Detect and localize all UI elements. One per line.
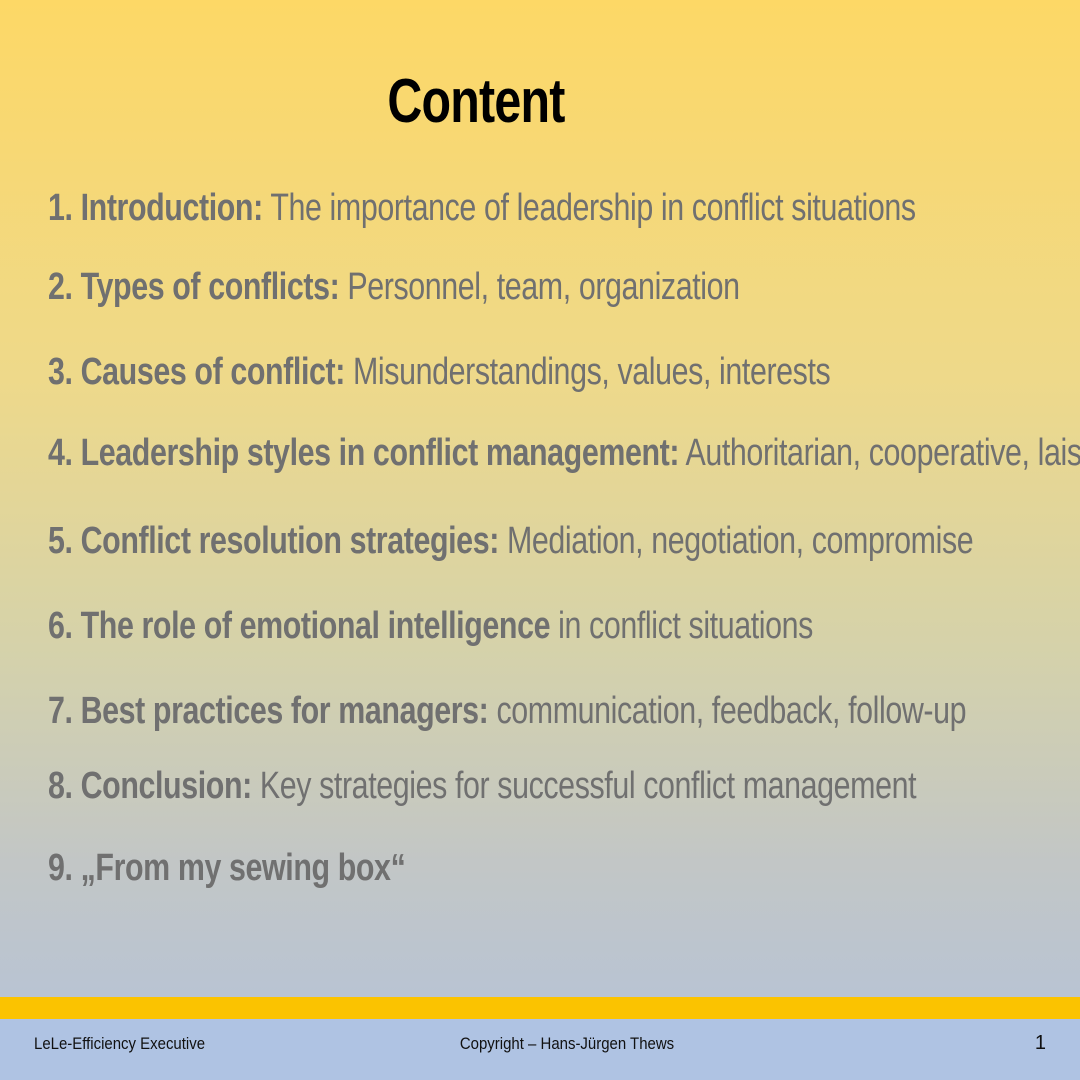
content-item-lead: 5. Conflict resolution strategies:	[48, 520, 499, 562]
content-item-2: 2. Types of conflicts: Personnel, team, …	[48, 265, 740, 309]
content-item-lead: 1. Introduction:	[48, 187, 263, 229]
content-item-6: 6. The role of emotional intelligence in…	[48, 604, 813, 648]
content-item-text: communication, feedback, follow-up	[488, 690, 967, 732]
slide-title: Content	[387, 67, 565, 136]
content-item-lead: 8. Conclusion:	[48, 765, 252, 807]
footer-copyright: Copyright – Hans-Jürgen Thews	[459, 1034, 675, 1053]
content-item-9: 9. „From my sewing box“	[48, 846, 406, 890]
slide-footer: LeLe-Efficiency Executive Copyright – Ha…	[0, 1019, 1080, 1080]
content-item-8: 8. Conclusion: Key strategies for succes…	[48, 764, 917, 808]
content-item-7: 7. Best practices for managers: communic…	[48, 689, 967, 733]
content-item-text: in conflict situations	[550, 605, 813, 647]
content-item-text: Misunderstandings, values, interests	[344, 351, 831, 393]
content-item-text: Personnel, team, organization	[339, 266, 740, 308]
content-item-text: Authoritarian, cooperative, laissez-fair…	[685, 432, 1080, 474]
content-item-5: 5. Conflict resolution strategies: Media…	[48, 519, 974, 563]
content-item-lead: 2. Types of conflicts:	[48, 266, 340, 308]
footer-page-number: 1	[1034, 1032, 1046, 1054]
content-item-text: Key strategies for successful conflict m…	[251, 765, 917, 807]
content-item-4: 4. Leadership styles in conflict managem…	[48, 431, 1080, 475]
content-item-lead: 4. Leadership styles in conflict managem…	[48, 432, 680, 474]
content-item-text: The importance of leadership in conflict…	[262, 187, 916, 229]
content-item-lead: 9. „From my sewing box“	[48, 847, 406, 889]
content-item-3: 3. Causes of conflict: Misunderstandings…	[48, 350, 831, 394]
content-item-text: Mediation, negotiation, compromise	[498, 520, 974, 562]
content-item-lead: 6. The role of emotional intelligence	[48, 605, 551, 647]
content-item-lead: 7. Best practices for managers:	[48, 690, 489, 732]
footer-accent-stripe	[0, 997, 1080, 1019]
content-item-1: 1. Introduction: The importance of leade…	[48, 186, 916, 230]
content-item-lead: 3. Causes of conflict:	[48, 351, 345, 393]
footer-company-name: LeLe-Efficiency Executive	[34, 1034, 206, 1053]
